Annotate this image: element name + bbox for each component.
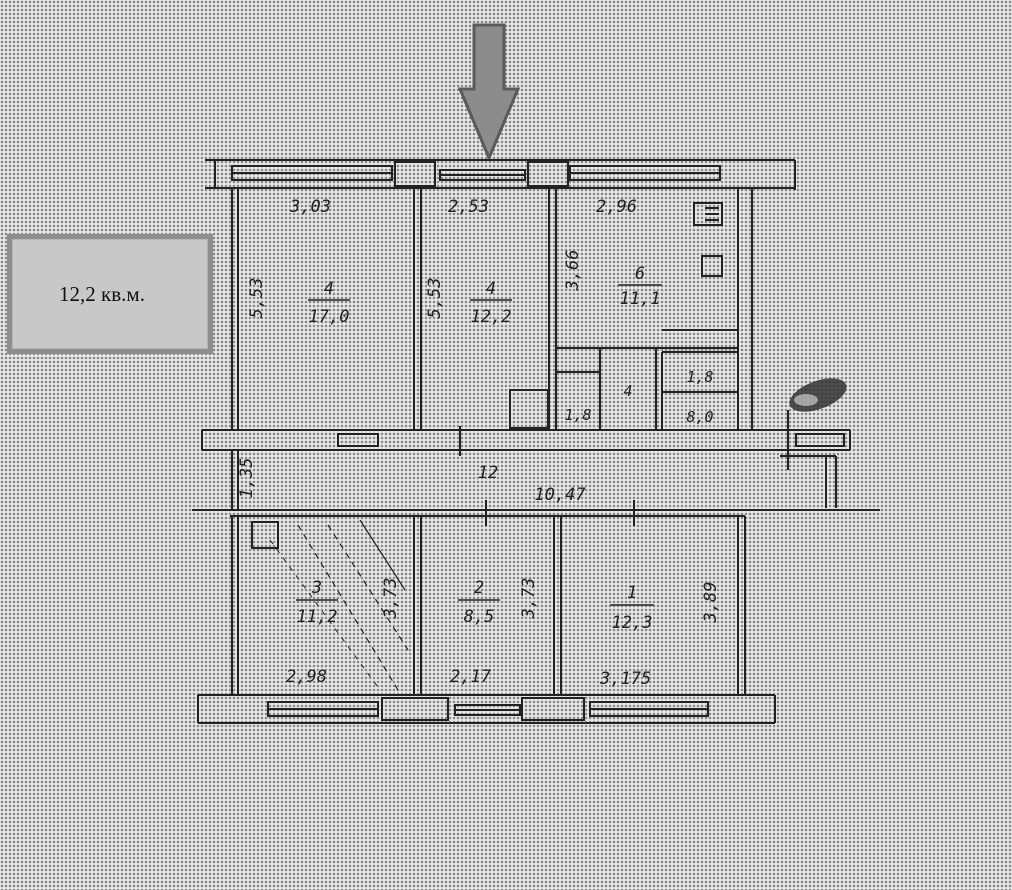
- area-callout-box: 12,2 кв.м.: [7, 234, 213, 354]
- small-room-c-area: 1,8: [686, 368, 713, 386]
- down-arrow-icon: [457, 23, 521, 162]
- bottom-outer-wall: [197, 694, 776, 724]
- room-bottom-mid-area: 8,5: [464, 607, 495, 627]
- room-top-left-number: 4: [324, 279, 334, 299]
- room-top-mid-area: 12,2: [471, 307, 512, 327]
- room-bottom-mid-bottom-dim: 2,17: [450, 667, 492, 687]
- room-top-left-side-dim: 5,53: [247, 278, 267, 319]
- room-bottom-mid-side-dim: 3,73: [519, 578, 539, 620]
- corridor-walls: [192, 410, 880, 526]
- small-room-b-number: 4: [623, 382, 632, 400]
- room-top-left-area: 17,0: [309, 307, 350, 327]
- room-top-left-top-dim: 3,03: [289, 197, 331, 217]
- corridor-number: 12: [478, 463, 498, 483]
- ink-blot: [789, 378, 847, 412]
- top-outer-wall: [205, 159, 796, 190]
- kitchen-top-dim: 2,96: [596, 197, 637, 217]
- room-fraction-bars: [296, 284, 662, 606]
- top-rooms-walls: [231, 188, 753, 430]
- room-top-mid-top-dim: 2,53: [448, 197, 489, 217]
- room-bottom-right-bottom-dim: 3,175: [599, 669, 651, 689]
- bottom-rooms-walls: [231, 516, 746, 695]
- room-bottom-mid-number: 2: [474, 578, 484, 598]
- small-room-a-area: 1,8: [564, 406, 591, 424]
- room-bottom-left-number: 3: [311, 578, 322, 598]
- room-bottom-left-bottom-dim: 2,98: [286, 667, 327, 687]
- room-bottom-left-area: 11,2: [297, 607, 338, 627]
- room-bottom-right-area: 12,3: [612, 613, 653, 633]
- room-top-mid-side-dim: 5,53: [425, 278, 445, 319]
- corridor-long-dim: 10,47: [534, 485, 586, 505]
- room-bottom-right-number: 1: [627, 583, 637, 603]
- corridor-width-dim: 1,35: [237, 458, 257, 499]
- kitchen-area: 11,1: [620, 289, 661, 309]
- kitchen-side-dim: 3,66: [563, 250, 583, 292]
- room-top-mid-number: 4: [486, 279, 496, 299]
- area-callout-label: 12,2 кв.м.: [59, 281, 145, 306]
- room-bottom-right-side-dim: 3,89: [701, 582, 721, 624]
- room-bottom-left-side-dim: 3,73: [381, 578, 401, 620]
- kitchen-number: 6: [635, 264, 645, 284]
- small-room-d-area: 8,0: [686, 408, 713, 426]
